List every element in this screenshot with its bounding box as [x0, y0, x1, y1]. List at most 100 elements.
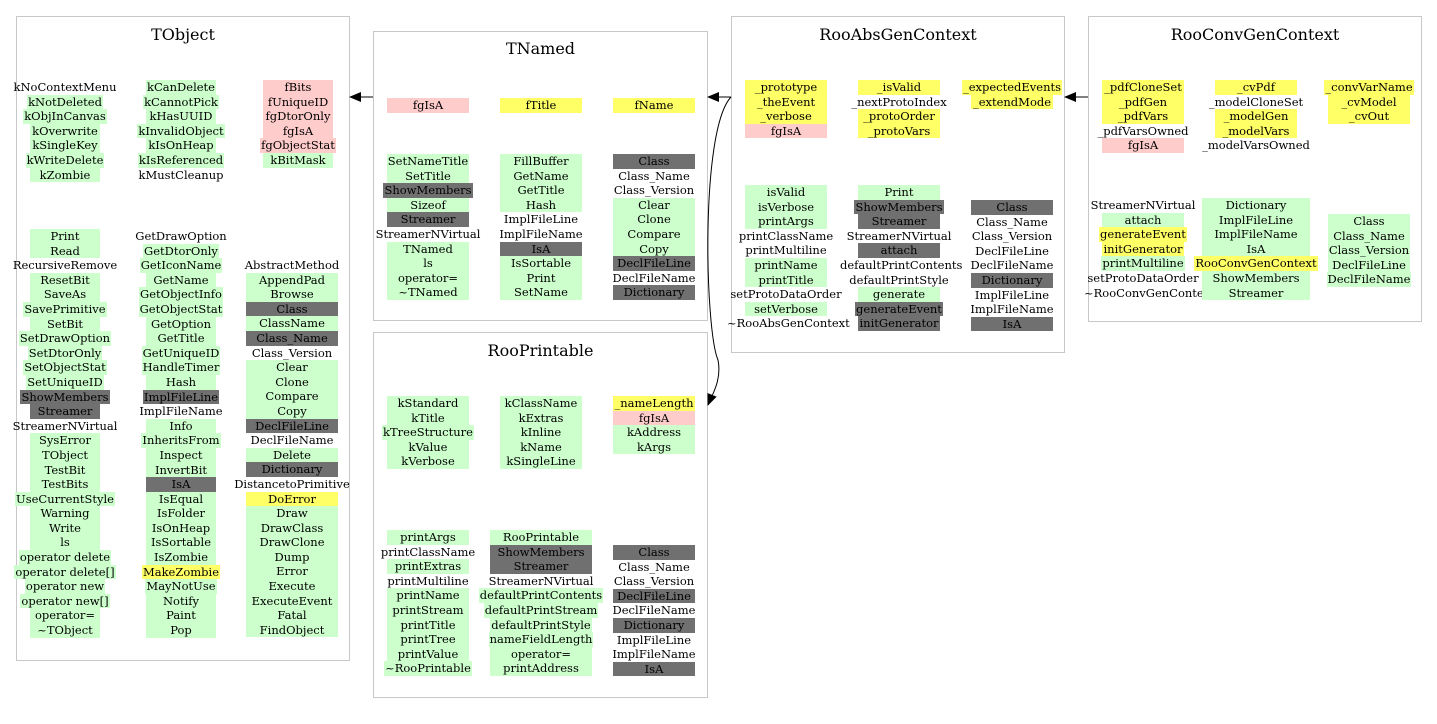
member-label: ImplFileLine — [616, 632, 692, 647]
member-label: IsA — [971, 316, 1053, 332]
member-label: _protoVars — [858, 123, 940, 139]
member-row: defaultPrintStyle — [839, 273, 959, 288]
member-row: Sizeof — [368, 197, 488, 213]
member-label: Fatal — [246, 608, 338, 623]
member-label: DeclFileName — [612, 270, 696, 285]
member-row: GetDtorOnly — [127, 243, 235, 259]
member-row: Inspect — [127, 447, 235, 463]
member-row: Notify — [127, 593, 235, 609]
member-row: ShowMembers — [839, 199, 959, 215]
member-label: DeclFileName — [612, 603, 696, 618]
member-row: Class_Version — [952, 229, 1072, 244]
member-row: kBitMask — [244, 152, 352, 168]
member-row: FindObject — [227, 622, 357, 638]
member-row: StreamerNVirtual — [839, 229, 959, 244]
member-row: defaultPrintContents — [471, 588, 611, 603]
member-label: IsEqual — [146, 491, 216, 507]
member-row: _theEvent — [726, 94, 846, 110]
member-label: IsA — [1202, 241, 1310, 257]
member-label: FindObject — [246, 622, 338, 638]
member-row: SetNameTitle — [368, 154, 488, 169]
member-row: fgIsA — [726, 123, 846, 139]
member-row: Streamer — [839, 214, 959, 229]
member-label: GetName — [146, 272, 216, 288]
member-row: kNoContextMenu — [11, 80, 119, 95]
member-row: _expectedEvents — [952, 80, 1072, 95]
member-label: kMustCleanup — [138, 167, 224, 182]
member-row: _protoOrder — [839, 109, 959, 124]
member-row: printTree — [368, 632, 488, 647]
member-row: GetObjectStat — [127, 301, 235, 317]
member-row: setProtoDataOrder — [1083, 271, 1203, 286]
member-row: ShowMembers — [11, 389, 119, 405]
member-label: _extendMode — [971, 94, 1053, 110]
member-row: ~TObject — [11, 623, 119, 638]
member-row: _cvModel — [1309, 94, 1429, 110]
member-label: Class_Version — [613, 183, 695, 198]
member-row: ImplFileName — [127, 404, 235, 419]
member-label: printExtras — [387, 559, 469, 574]
member-row: generateEvent — [839, 301, 959, 317]
member-row: _modelGen — [1196, 109, 1316, 124]
member-row: ShowMembers — [368, 183, 488, 198]
member-label: printArgs — [387, 530, 469, 545]
member-row: kIsReferenced — [127, 152, 235, 168]
member-label: printAddress — [490, 661, 592, 676]
member-row: fgIsA — [1083, 138, 1203, 153]
member-row: Error — [227, 564, 357, 580]
member-row: _protoVars — [839, 123, 959, 139]
member-label: DeclFileLine — [975, 243, 1049, 258]
member-label: Class_Version — [613, 574, 695, 589]
member-row: ~RooPrintable — [368, 661, 488, 676]
member-label: kTitle — [387, 410, 469, 426]
member-label: kInline — [500, 425, 582, 440]
member-label: ls — [387, 256, 469, 271]
member-label: ShowMembers — [854, 199, 944, 215]
member-row: SetObjectStat — [11, 360, 119, 375]
member-row: _verbose — [726, 109, 846, 124]
member-label: Class — [1328, 214, 1410, 229]
member-row: Compare — [594, 226, 714, 242]
member-row: Clear — [227, 360, 357, 375]
member-row: Dump — [227, 549, 357, 565]
member-label: Copy — [246, 403, 338, 419]
member-row: RooConvGenContext — [1183, 256, 1329, 271]
member-row: RecursiveRemove — [11, 258, 119, 273]
rooconvgencontext-member-group-1: _pdfCloneSet_pdfGen_pdfVars_pdfVarsOwned… — [1083, 80, 1203, 153]
member-label: Class_Version — [1327, 243, 1411, 258]
member-label: StreamerNVirtual — [12, 418, 118, 433]
member-row: operator= — [368, 270, 488, 286]
member-label: IsA — [613, 661, 695, 677]
member-label: Read — [30, 243, 100, 259]
member-label: MakeZombie — [141, 564, 221, 580]
member-row: HandleTimer — [127, 360, 235, 375]
member-row: Dictionary — [594, 617, 714, 633]
member-label: GetUniqueID — [141, 345, 221, 361]
member-row: DeclFileLine — [952, 244, 1072, 259]
member-label: fgDtorOnly — [263, 109, 333, 124]
member-label: _modelVarsOwned — [1202, 138, 1310, 153]
member-row: _pdfVarsOwned — [1083, 124, 1203, 139]
member-label: SetTitle — [387, 168, 469, 184]
member-row: SetUniqueID — [11, 374, 119, 390]
member-label: Class — [613, 154, 695, 169]
member-row: TestBit — [11, 462, 119, 478]
member-row: _cvOut — [1309, 109, 1429, 124]
member-row: defaultPrintContents — [839, 258, 962, 273]
member-label: Class_Name — [618, 168, 690, 183]
member-label: DeclFileLine — [246, 418, 338, 434]
member-label: Pop — [146, 623, 216, 638]
member-label: Class — [246, 301, 338, 317]
tnamed-member-group-3: fName — [594, 98, 714, 113]
member-label: operator delete[] — [14, 564, 116, 580]
member-row: Compare — [227, 389, 357, 404]
member-row: MakeZombie — [127, 564, 235, 580]
member-row: Dictionary — [952, 272, 1072, 288]
member-label: Sizeof — [387, 197, 469, 213]
member-row: setProtoDataOrder — [726, 287, 846, 302]
member-row: kArgs — [594, 439, 714, 455]
